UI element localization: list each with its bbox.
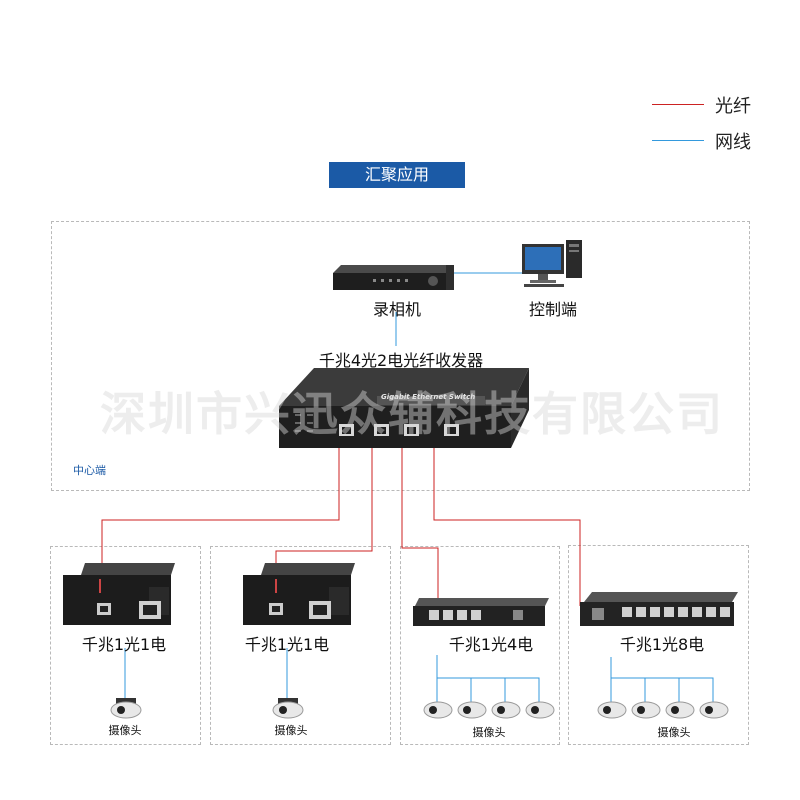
remote-unit-3-camera-label: 摄像头 [472,726,506,739]
legend-network-line [652,140,704,141]
camera-icon [110,698,142,719]
fiber-line-unit1 [101,436,340,603]
main-switch-device [279,368,529,448]
remote-unit-2-label: 千兆1光1电 [244,635,330,654]
camera-icon [272,698,304,719]
center-zone-label: 中心端 [73,464,106,477]
remote-unit-3-label: 千兆1光4电 [448,635,534,654]
media-converter-1-icon [63,563,175,625]
camera-group-4-icon [597,701,729,719]
unit4-camera-bus [610,657,714,702]
remote-unit-4-label: 千兆1光8电 [619,635,705,654]
remote-zone-2 [210,546,391,745]
control-label: 控制端 [528,300,578,319]
main-switch-label: 千兆4光2电光纤收发器 [318,351,484,370]
remote-unit-1-camera-label: 摄像头 [108,724,142,737]
main-switch-face-text: Gigabit Ethernet Switch [381,393,476,401]
remote-zone-4 [568,545,749,745]
dvr-device-icon [333,265,454,290]
remote-unit-2-camera-label: 摄像头 [274,724,308,737]
remote-zone-3 [400,546,560,745]
camera-group-3-icon [423,701,555,719]
legend-fiber-label: 光纤 [715,96,751,117]
remote-unit-1-label: 千兆1光1电 [81,635,167,654]
remote-unit-4-camera-label: 摄像头 [657,726,691,739]
switch-1f8e-icon [580,592,738,626]
fiber-line-unit3 [401,436,439,608]
legend-fiber-line [652,104,704,105]
dvr-label: 录相机 [372,300,422,319]
switch-1f4e-icon [413,598,549,626]
media-converter-2-icon [243,563,355,625]
watermark-text: 深圳市兴迅众辅科技有限公司 [100,387,724,441]
remote-zone-1 [50,546,201,745]
center-zone [51,221,750,491]
unit3-camera-bus [436,655,540,702]
fiber-line-unit4 [433,436,581,606]
legend-network-label: 网线 [715,132,751,153]
diagram-title: 汇聚应用 [329,162,465,188]
computer-icon [522,240,582,287]
